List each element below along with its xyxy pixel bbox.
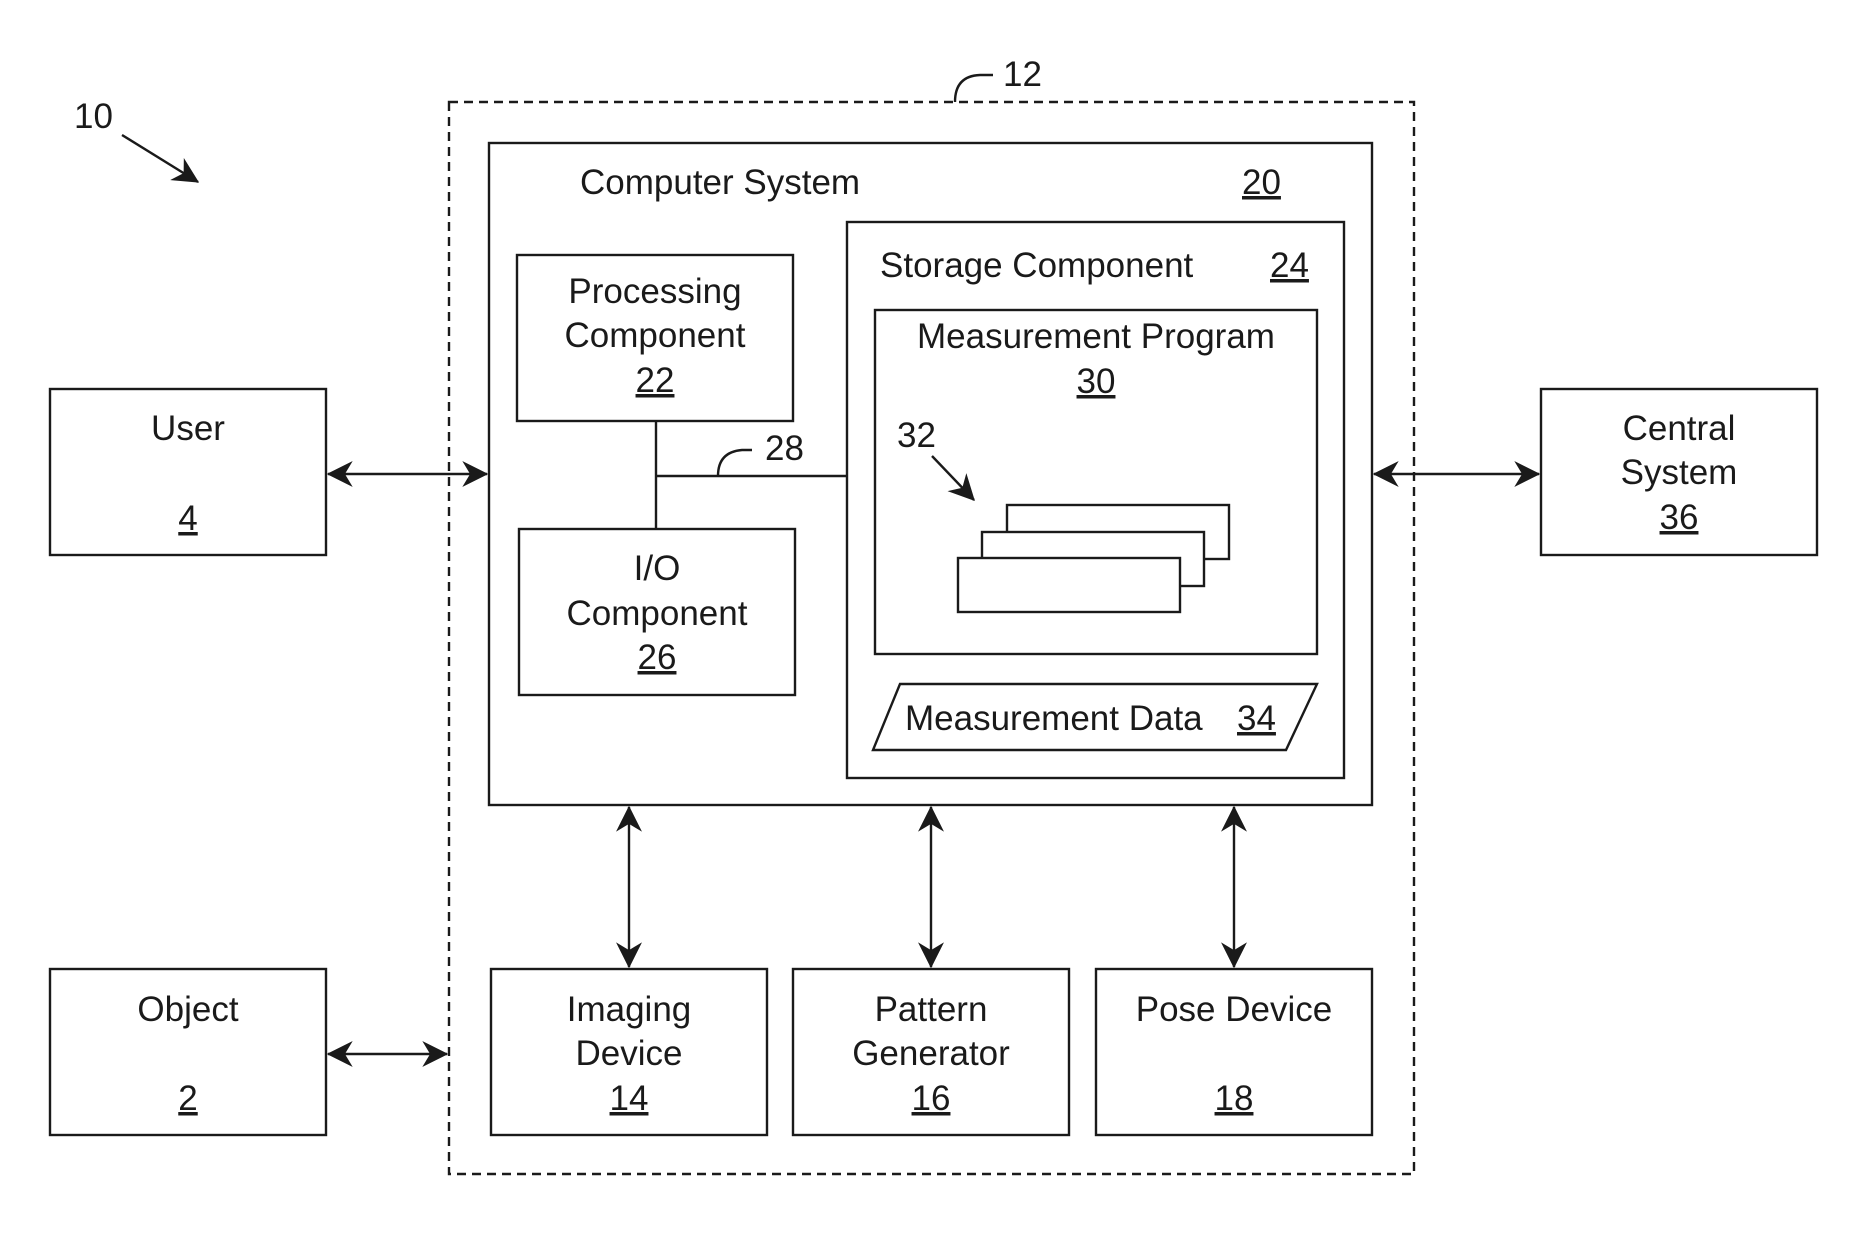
processing-component-label-1: Processing — [568, 272, 741, 311]
processing-component-ref: 22 — [636, 361, 675, 400]
pose-device-label: Pose Device — [1136, 990, 1332, 1029]
object-ref: 2 — [178, 1079, 197, 1118]
central-system-label-2: System — [1621, 453, 1738, 492]
module-page-front — [958, 558, 1180, 612]
system-boundary-leader — [955, 75, 993, 102]
pattern-generator-ref: 16 — [912, 1079, 951, 1118]
pattern-generator-label-1: Pattern — [875, 990, 988, 1029]
figure-ref-10: 10 — [74, 97, 113, 136]
user-label: User — [151, 409, 225, 448]
measurement-program-ref: 30 — [1077, 362, 1116, 401]
bus-ref: 28 — [765, 429, 804, 468]
processing-component-label-2: Component — [565, 316, 746, 355]
pattern-generator-label-2: Generator — [852, 1034, 1010, 1073]
imaging-device-label-1: Imaging — [567, 990, 692, 1029]
storage-component-label: Storage Component — [880, 246, 1194, 285]
computer-system-label: Computer System — [580, 163, 860, 202]
central-system-label-1: Central — [1623, 409, 1736, 448]
io-component-ref: 26 — [638, 638, 677, 677]
modules-ref: 32 — [897, 416, 936, 455]
measurement-data-ref: 34 — [1237, 699, 1276, 738]
measurement-program-label: Measurement Program — [917, 317, 1275, 356]
object-label: Object — [137, 990, 238, 1029]
computer-system-ref: 20 — [1242, 163, 1281, 202]
figure-ref-arrow — [122, 135, 198, 182]
measurement-data-label: Measurement Data — [905, 699, 1203, 738]
io-component-label-1: I/O — [634, 549, 681, 588]
pose-device-ref: 18 — [1215, 1079, 1254, 1118]
io-component-label-2: Component — [567, 594, 748, 633]
central-system-ref: 36 — [1660, 498, 1699, 537]
user-ref: 4 — [178, 499, 197, 538]
imaging-device-label-2: Device — [576, 1034, 683, 1073]
storage-component-ref: 24 — [1270, 246, 1309, 285]
imaging-device-ref: 14 — [610, 1079, 649, 1118]
system-boundary-ref: 12 — [1003, 55, 1042, 94]
